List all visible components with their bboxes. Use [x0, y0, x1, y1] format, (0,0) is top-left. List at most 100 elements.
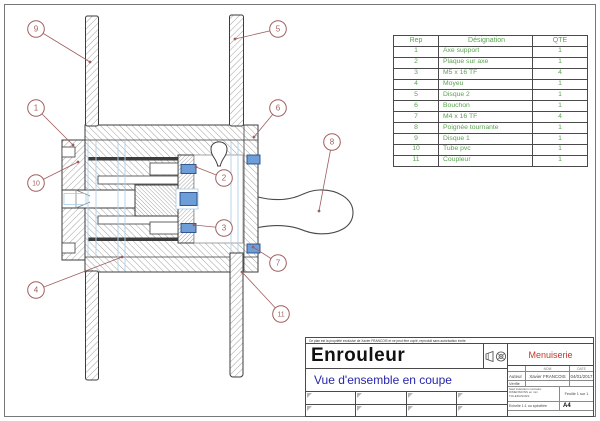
table-cell: 1 — [532, 133, 588, 145]
table-header-cell: Désignation — [438, 35, 533, 47]
table-cell: 1 — [532, 56, 588, 69]
disque2-bottom — [229, 252, 244, 378]
balloon-5: 5 — [233, 20, 287, 41]
table-cell: 4 — [393, 78, 439, 91]
table-cell: 1 — [532, 100, 588, 113]
table-cell: 10 — [393, 143, 439, 156]
table-cell: M5 x 16 TF — [438, 67, 533, 80]
revision-mark-icon — [307, 405, 312, 411]
tolerance-note: Sauf indication contraire: DIMENSIONS en… — [508, 387, 560, 401]
copyright-line: Ce plan est la propriété exclusive de Xa… — [306, 338, 593, 344]
coupleur-block — [134, 184, 183, 217]
tube-pvc-wall-bottom — [88, 237, 196, 241]
table-cell: 1 — [532, 122, 588, 135]
verified-label: Vérifié — [508, 381, 526, 386]
table-cell: Poignée tournante — [438, 122, 533, 135]
balloon-2: 2 — [194, 165, 233, 187]
disque2-top — [229, 14, 244, 127]
table-cell: Coupleur — [438, 154, 533, 167]
title-block: Ce plan est la propriété exclusive de Xa… — [305, 337, 594, 417]
table-cell: Disque 1 — [438, 133, 533, 145]
department-label: Menuiserie — [508, 344, 593, 366]
view-subtitle: Vue d'ensemble en coupe — [306, 369, 507, 392]
balloon-1: 1 — [27, 99, 75, 147]
revision-mark-icon — [457, 393, 463, 398]
svg-text:4: 4 — [34, 286, 39, 295]
table-cell: 4 — [532, 67, 588, 80]
format-label: A4 — [563, 403, 571, 409]
svg-text:2: 2 — [222, 174, 227, 183]
tube-pvc-wall-top — [88, 157, 196, 161]
balloon-10: 10 — [27, 160, 80, 192]
table-cell: 1 — [532, 78, 588, 91]
svg-text:3: 3 — [222, 224, 227, 233]
balloon-8: 8 — [317, 133, 341, 213]
svg-text:1: 1 — [34, 104, 39, 113]
table-header-cell: Rep — [393, 35, 439, 47]
table-cell: Axe support — [438, 45, 533, 58]
table-cell: 1 — [532, 89, 588, 102]
hidden-lines — [87, 141, 239, 271]
author-name: Xavier FRANCOIS — [526, 372, 570, 380]
svg-text:10: 10 — [32, 181, 40, 188]
screw-m4-top — [246, 154, 261, 165]
sheet-border — [4, 4, 596, 417]
table-cell: M4 x 16 TF — [438, 111, 533, 124]
date-header: DATE — [577, 366, 586, 371]
table-cell: Bouchon — [438, 100, 533, 113]
projection-symbol-icon — [483, 344, 507, 368]
table-cell: Tube pvc — [438, 143, 533, 156]
screw-center — [179, 192, 198, 206]
section-geometry — [61, 14, 354, 381]
svg-text:8: 8 — [330, 138, 335, 147]
svg-text:7: 7 — [276, 259, 281, 268]
screw-m5-bottom — [180, 223, 197, 233]
table-cell: Moyeu — [438, 78, 533, 91]
name-header: NOM — [526, 366, 570, 371]
balloon-layer: 9 5 1 6 10 2 3 8 7 4 11 — [27, 20, 341, 323]
table-cell: 1 — [393, 45, 439, 58]
table-cell: 3 — [393, 67, 439, 80]
svg-text:6: 6 — [276, 104, 281, 113]
table-cell: Plaque sur axe — [438, 56, 533, 69]
screw-m4-bottom — [246, 243, 261, 254]
revision-mark-icon — [357, 405, 363, 411]
balloon-7: 7 — [251, 245, 287, 272]
screw-m5-top — [180, 164, 197, 174]
table-cell: 6 — [393, 100, 439, 113]
table-cell: 1 — [532, 154, 588, 167]
balloon-3: 3 — [192, 219, 233, 237]
table-cell: 1 — [532, 143, 588, 156]
table-cell: 11 — [393, 154, 439, 167]
drawing-title: Enrouleur — [311, 345, 406, 366]
revision-mark-icon — [407, 405, 413, 411]
disque1-bottom — [85, 270, 99, 381]
balloon-11: 11 — [240, 270, 290, 323]
balloon-6: 6 — [252, 99, 287, 139]
svg-text:9: 9 — [34, 25, 39, 34]
revision-mark-icon — [407, 393, 413, 398]
svg-text:5: 5 — [276, 25, 281, 34]
table-cell: 2 — [393, 56, 439, 69]
table-cell: 7 — [393, 111, 439, 124]
revision-grid — [306, 392, 507, 417]
table-cell: 5 — [393, 89, 439, 102]
scale-label: Echelle 1:1 ou spécifiée — [508, 402, 560, 410]
revision-mark-icon — [357, 393, 363, 398]
author-label: Auteur — [508, 372, 526, 380]
table-cell: 9 — [393, 133, 439, 145]
balloon-4: 4 — [27, 255, 124, 299]
sheet-label: Feuille 1 sur 1 — [564, 392, 589, 396]
table-header-cell: QTE — [532, 35, 588, 47]
